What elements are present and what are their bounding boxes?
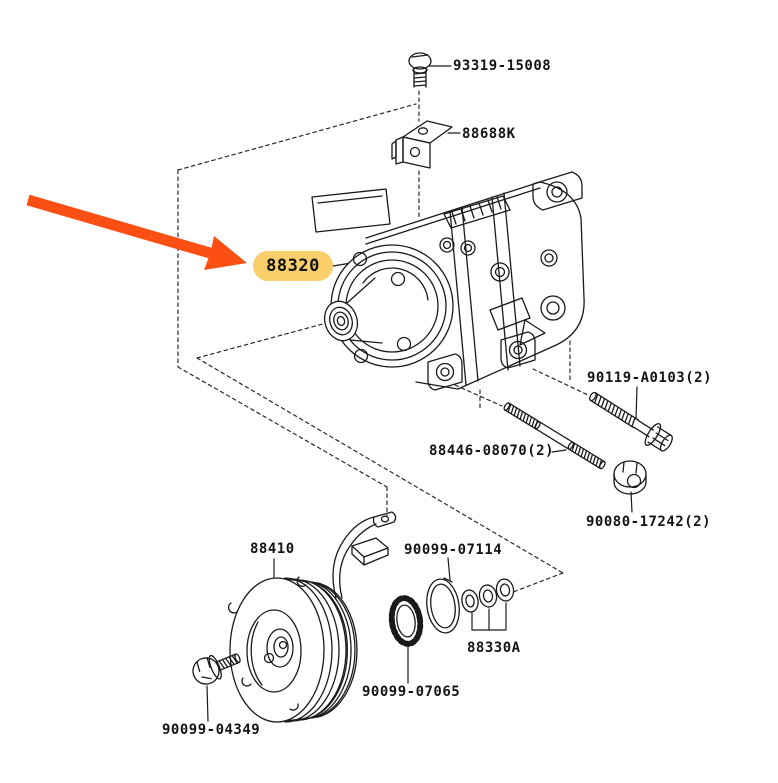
- part-label-88410: 88410: [250, 541, 295, 557]
- small-screw-drawing: [192, 653, 241, 685]
- ring-drawing: [426, 577, 460, 634]
- stud-bolt-drawing: [503, 402, 606, 470]
- part-label-90099-07065: 90099-07065: [362, 684, 461, 700]
- compressor-drawing: [311, 171, 585, 391]
- part-label-90099-04349: 90099-04349: [162, 722, 261, 738]
- washers-drawing: [461, 578, 515, 613]
- part-label-93319-15008: 93319-15008: [453, 58, 552, 74]
- nut-drawing: [613, 460, 647, 495]
- highlighted-part-callout[interactable]: 88320: [253, 251, 333, 281]
- leader-lines: [206, 65, 638, 722]
- selection-arrow: [26, 194, 247, 270]
- part-label-90119-A0103(2): 90119-A0103(2): [587, 370, 713, 386]
- toothed-ring-drawing: [388, 595, 424, 647]
- part-label-90080-17242(2): 90080-17242(2): [586, 514, 712, 530]
- long-bolt-drawing: [588, 391, 673, 452]
- part-label-88446-08070(2): 88446-08070(2): [429, 443, 555, 459]
- part-label-88688K: 88688K: [462, 126, 516, 142]
- screw-icon: [408, 52, 432, 88]
- part-label-90099-07114: 90099-07114: [404, 542, 503, 558]
- part-label-88330A: 88330A: [467, 640, 521, 656]
- bracket-drawing: [391, 120, 453, 169]
- coil-wire-drawing: [332, 511, 397, 599]
- pulley-drawing: [227, 576, 358, 723]
- construction-dashed-lines: [177, 90, 589, 593]
